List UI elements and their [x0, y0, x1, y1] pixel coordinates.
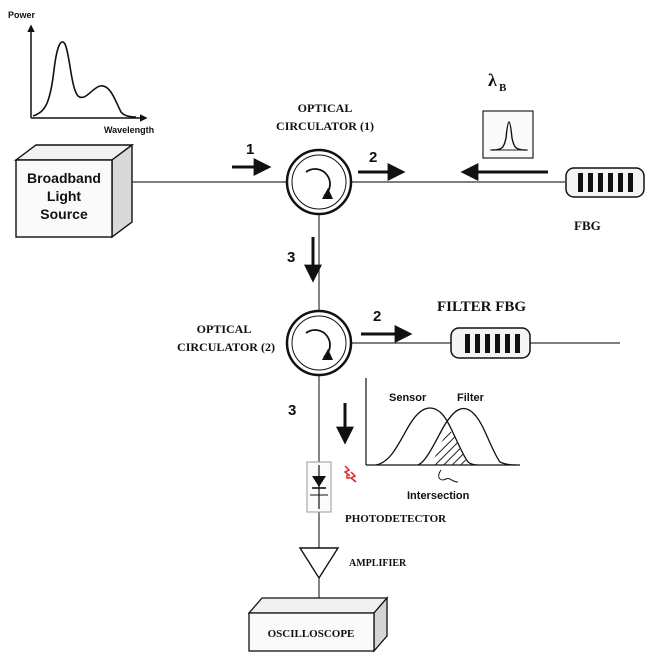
optical-circulator-1: OPTICAL CIRCULATOR (1): [276, 101, 374, 216]
circulator2-label-line2: CIRCULATOR (2): [177, 340, 275, 354]
lambda-subscript: B: [499, 82, 507, 94]
oscilloscope-label: OSCILLOSCOPE: [268, 628, 355, 640]
c2-port2-number: 2: [373, 308, 381, 325]
circulator1-rotation-arrow-icon: [322, 188, 333, 199]
source-label-line1: Broadband: [27, 170, 101, 186]
signal-direction-arrows: 1 2 3 2 3: [232, 141, 548, 445]
amplifier-triangle-icon: [298, 547, 340, 580]
photodiode-icon: [312, 476, 326, 487]
incident-light-icon: [343, 465, 351, 479]
intersection-pointer: [438, 469, 459, 483]
photodetector: PHOTODETECTOR: [306, 461, 447, 525]
sensor-label: Sensor: [389, 392, 427, 404]
optical-circulator-2: OPTICAL CIRCULATOR (2): [177, 309, 353, 377]
amplifier-label: AMPLIFIER: [349, 558, 407, 569]
circulator2-label-line1: OPTICAL: [197, 322, 252, 336]
circulator1-label-line2: CIRCULATOR (1): [276, 119, 374, 133]
source-label-line3: Source: [40, 206, 88, 222]
spectrum-x-label: Wavelength: [104, 125, 154, 135]
intersection-hatched-area: [432, 430, 468, 465]
photodetector-label: PHOTODETECTOR: [345, 513, 447, 525]
source-spectrum-plot: Power Wavelength: [8, 10, 154, 135]
filter-curve: [417, 407, 517, 466]
oscilloscope-box-front: [248, 612, 375, 652]
lambda-symbol: λ: [488, 70, 497, 90]
sensor-curve: [375, 407, 479, 466]
circulator1-label-line1: OPTICAL: [298, 101, 353, 115]
filter-label: Filter: [457, 392, 485, 404]
circulator2-inner-ring: [291, 315, 347, 371]
amplifier: AMPLIFIER: [298, 547, 407, 580]
sensor-fbg: FBG: [565, 167, 645, 233]
circulator2-outer-ring: [285, 309, 353, 377]
fbg-body: [565, 167, 645, 198]
oscilloscope: OSCILLOSCOPE: [247, 596, 389, 653]
source-box-side: [111, 143, 133, 239]
spectral-overlap-plot: Sensor Filter Intersection: [365, 378, 520, 502]
oscilloscope-box-top: [247, 597, 389, 614]
bragg-wavelength-inset: λ B: [482, 70, 534, 159]
circulator2-rotation-arrow-icon: [322, 349, 333, 360]
bragg-peak-curve: [491, 121, 527, 151]
c1-port2-number: 2: [369, 149, 377, 166]
c1-port1-number: 1: [246, 141, 254, 158]
source-label-line2: Light: [47, 188, 82, 204]
circulator1-inner-ring: [291, 154, 347, 210]
optical-fibres: [132, 181, 620, 598]
c2-port3-number: 3: [288, 402, 296, 419]
spectrum-y-label: Power: [8, 10, 36, 20]
filter-fbg: FILTER FBG: [437, 299, 531, 359]
filter-fbg-body: [450, 327, 531, 359]
broadband-light-source: Broadband Light Source: [13, 143, 135, 239]
bragg-peak-box: [482, 110, 534, 159]
intersection-label: Intersection: [407, 490, 470, 502]
fbg-label: FBG: [574, 218, 601, 233]
c1-port3-number: 3: [287, 249, 295, 266]
spectrum-curve: [32, 41, 137, 118]
filter-fbg-label: FILTER FBG: [437, 299, 526, 315]
circulator1-outer-ring: [285, 148, 353, 216]
source-box-front: [15, 159, 113, 238]
